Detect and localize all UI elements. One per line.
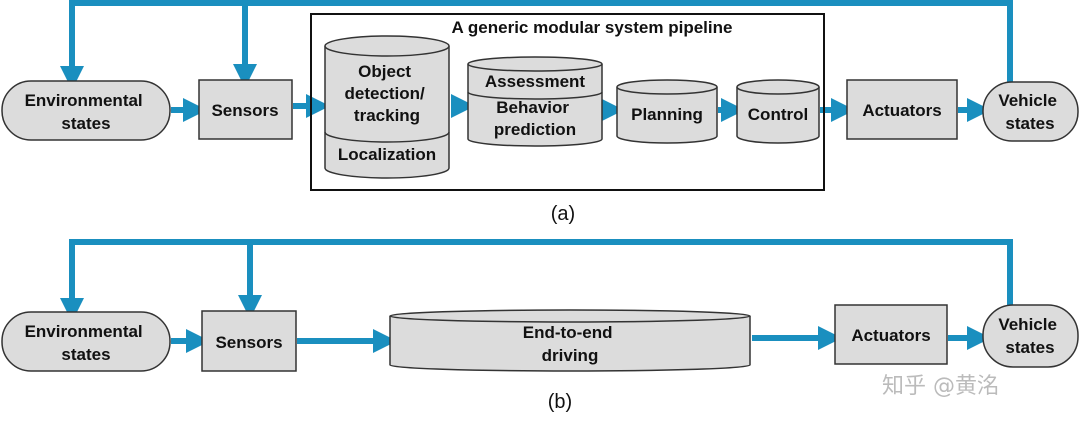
planning-cylinder: Planning (616, 79, 718, 144)
end-to-end-label: driving (542, 346, 599, 365)
behavior-prediction-label: Behavior (496, 98, 569, 117)
svg-text:Behavior prediction: Behavior prediction (494, 98, 576, 139)
sensors-label: Sensors (211, 101, 278, 120)
svg-text:Environmental states: Environmental states (25, 91, 148, 133)
caption-b: (b) (548, 391, 572, 413)
control-label: Control (748, 105, 808, 124)
panel-a: A generic modular system pipeline Enviro… (1, 0, 1079, 225)
control-cylinder: Control (736, 79, 820, 144)
environmental-states-label: states (61, 114, 110, 133)
pipeline-frame (310, 13, 825, 191)
planning-label: Planning (631, 105, 703, 124)
svg-text:Object detection/: Object detection/ tracking (344, 62, 429, 125)
actuators-node-a: Actuators (846, 79, 958, 140)
feedback-loop-a (60, 0, 1013, 90)
vehicle-states-label: states (1005, 338, 1054, 357)
environmental-states-label: Environmental (25, 322, 143, 341)
sensors-label: Sensors (215, 333, 282, 352)
behavior-prediction-label: prediction (494, 120, 576, 139)
actuators-node-b: Actuators (834, 304, 948, 365)
environmental-states-label: states (61, 345, 110, 364)
sensors-node-b: Sensors (201, 310, 297, 372)
panel-b: Environmental states Sensors End-to-end … (1, 239, 1079, 413)
assessment-label: Assessment (485, 72, 586, 91)
svg-text:Vehicle states: Vehicle states (998, 315, 1061, 357)
localization-label: Localization (338, 145, 436, 164)
perception-cylinder: Object detection/ tracking Localization (324, 35, 450, 179)
environmental-states-node-b: Environmental states (1, 311, 171, 372)
actuators-label: Actuators (851, 326, 930, 345)
watermark: 知乎 @黄洺 (882, 374, 999, 399)
sensors-node-a: Sensors (198, 79, 293, 140)
caption-a: (a) (551, 203, 575, 225)
object-detection-label: Object (358, 62, 411, 81)
actuators-label: Actuators (862, 101, 941, 120)
svg-text:Environmental states: Environmental states (25, 322, 148, 364)
pipeline-title: A generic modular system pipeline (452, 18, 733, 37)
vehicle-states-label: Vehicle (998, 315, 1057, 334)
object-detection-label: detection/ (344, 84, 425, 103)
flow-arrows-a (171, 94, 991, 122)
svg-text:End-to-end driving: End-to-end driving (523, 323, 617, 365)
flow-arrows-b (171, 326, 991, 353)
assessment-prediction-cylinder: Assessment Behavior prediction (467, 56, 603, 147)
environmental-states-label: Environmental (25, 91, 143, 110)
vehicle-states-label: states (1005, 114, 1054, 133)
object-detection-label: tracking (354, 106, 420, 125)
vehicle-states-node-b: Vehicle states (982, 304, 1079, 368)
vehicle-states-node-a: Vehicle states (982, 81, 1079, 142)
feedback-loop-b (60, 239, 1013, 322)
vehicle-states-label: Vehicle (998, 91, 1057, 110)
end-to-end-label: End-to-end (523, 323, 613, 342)
svg-text:Vehicle states: Vehicle states (998, 91, 1061, 133)
environmental-states-node-a: Environmental states (1, 80, 171, 141)
end-to-end-cylinder: End-to-end driving (389, 309, 751, 372)
